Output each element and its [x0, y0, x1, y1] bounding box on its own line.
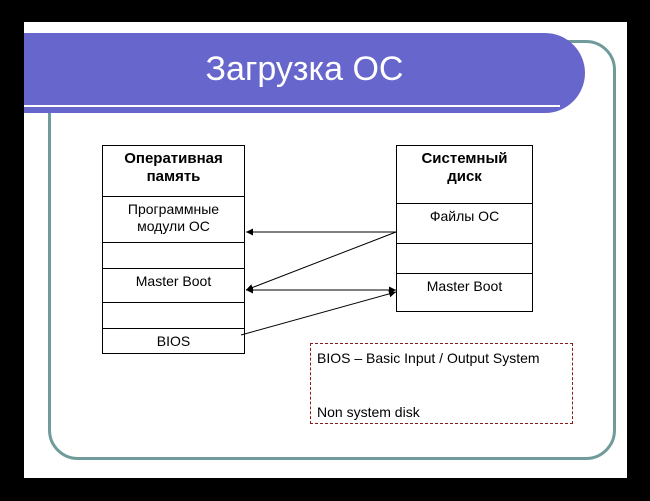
title-bar [24, 33, 585, 113]
disk-cell-master-boot: Master Boot [397, 273, 532, 311]
disk-table-header: Системный диск [421, 150, 508, 185]
arrow-os-files-to-master-boot [245, 231, 397, 291]
note-non-system-disk: Non system disk [317, 404, 420, 420]
ram-table: Оперативная память Программные модули ОС… [102, 145, 245, 354]
title-underline [24, 105, 560, 107]
disk-cell-empty [397, 243, 532, 273]
note-bios-definition: BIOS – Basic Input / Output System [317, 350, 540, 366]
ram-cell-empty-1 [103, 242, 244, 268]
slide: Загрузка ОС Оперативная память Программн… [24, 22, 627, 478]
disk-cell-os-files: Файлы ОС [397, 203, 532, 243]
legend-note-box: BIOS – Basic Input / Output System Non s… [310, 343, 573, 424]
arrow-connectors [240, 228, 397, 336]
ram-table-header: Оперативная память [124, 150, 223, 185]
arrow-bios-to-disk-master-boot [240, 290, 397, 336]
ram-cell-empty-2 [103, 302, 244, 328]
slide-title: Загрузка ОС [205, 50, 404, 88]
ram-cell-os-modules: Программные модули ОС [103, 196, 244, 242]
disk-table: Системный диск Файлы ОС Master Boot [396, 145, 533, 312]
ram-cell-master-boot: Master Boot [103, 268, 244, 302]
ram-cell-bios: BIOS [103, 328, 244, 353]
